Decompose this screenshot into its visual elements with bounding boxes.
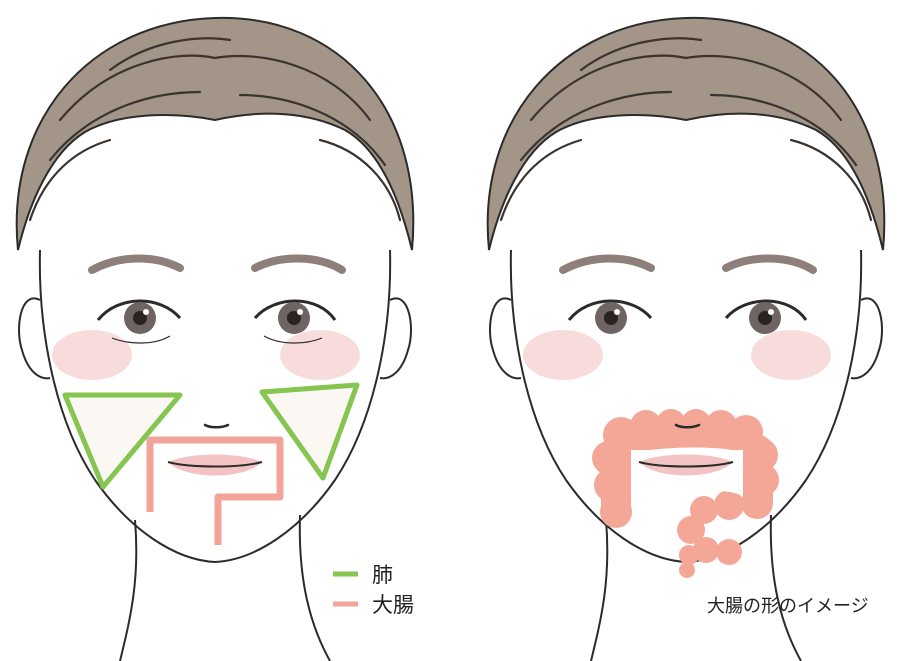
left-face-blush-left (52, 330, 132, 380)
right-face-blush-right (751, 330, 831, 380)
legend: 肺 大腸 (333, 563, 414, 617)
caption: 大腸の形のイメージ (707, 596, 869, 617)
right-face-neck-right (771, 515, 801, 661)
right-face-outline (511, 250, 861, 562)
left-face (17, 18, 414, 661)
right-face (488, 18, 885, 661)
left-face-neck-left (120, 520, 136, 661)
right-face-neck-left (591, 520, 607, 661)
legend-label-lung: 肺 (372, 563, 393, 587)
right-face-blush-left (523, 330, 603, 380)
left-face-neck-right (300, 515, 330, 661)
legend-label-colon: 大腸 (372, 593, 414, 617)
left-face-blush-right (280, 330, 360, 380)
